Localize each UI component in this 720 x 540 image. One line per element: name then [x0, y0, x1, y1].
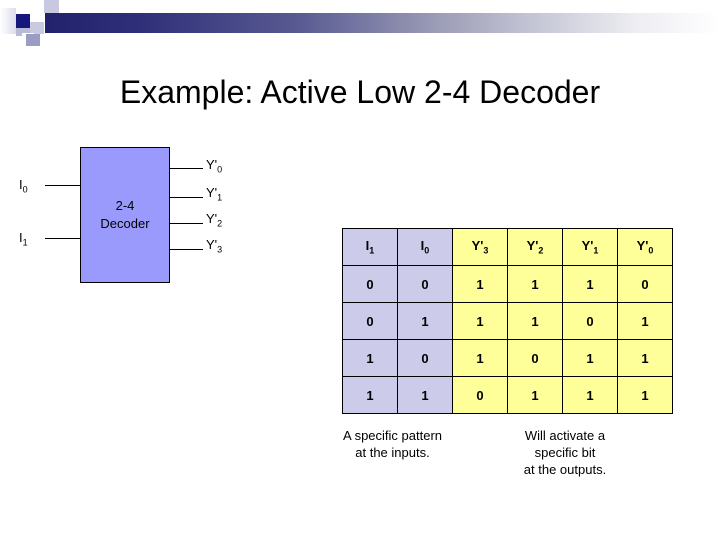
header-sub: 1 — [593, 245, 599, 256]
deco-square — [0, 0, 16, 8]
output-label-y1: Y'1 — [206, 185, 222, 203]
truth-table-header-cell: Y'1 — [562, 228, 618, 266]
truth-table-output-cell: 0 — [562, 302, 618, 340]
output-label-y3-sub: 3 — [217, 244, 223, 255]
output-label-y2-sub: 2 — [217, 218, 223, 229]
truth-table-header-cell: Y'2 — [507, 228, 563, 266]
truth-table-input-cell: 0 — [397, 339, 453, 377]
deco-square-accent — [16, 14, 30, 28]
truth-table-output-cell: 0 — [452, 376, 508, 414]
truth-table-header-cell: Y'0 — [617, 228, 673, 266]
input-label-i1: I1 — [19, 230, 28, 248]
wire-input-0 — [45, 185, 81, 186]
deco-square — [30, 12, 44, 22]
output-label-y3: Y'3 — [206, 237, 222, 255]
truth-table-input-cell: 0 — [397, 265, 453, 303]
truth-table-output-cell: 1 — [452, 265, 508, 303]
truth-table-input-cell: 1 — [342, 376, 398, 414]
truth-table-output-cell: 1 — [562, 339, 618, 377]
header-sub: 1 — [369, 245, 375, 256]
deco-square — [0, 34, 16, 46]
header-base: Y' — [526, 238, 539, 254]
decoder-block: 2-4 Decoder — [80, 147, 170, 283]
header-decoration-band — [0, 0, 720, 60]
truth-table-input-cell: 1 — [397, 376, 453, 414]
deco-square — [44, 33, 59, 46]
output-label-y3-base: Y' — [206, 237, 218, 252]
truth-table-header-cell: Y'3 — [452, 228, 508, 266]
truth-table-output-cell: 1 — [562, 376, 618, 414]
truth-table-input-cell: 0 — [342, 265, 398, 303]
wire-output-2 — [170, 223, 203, 224]
truth-table-output-cell: 1 — [617, 302, 673, 340]
decoder-block-diagram: 2-4 Decoder I0 I1 Y'0 Y'1 Y'2 Y'3 — [0, 140, 330, 300]
deco-square — [59, 0, 73, 13]
wire-output-3 — [170, 249, 203, 250]
decoder-block-label-line2: Decoder — [100, 216, 150, 231]
deco-square — [16, 28, 30, 36]
truth-table-output-cell: 0 — [617, 265, 673, 303]
truth-table-input-cell: 1 — [342, 339, 398, 377]
truth-table-input-cell: 0 — [342, 302, 398, 340]
input-label-i1-base: I — [19, 230, 23, 245]
wire-input-1 — [45, 238, 81, 239]
input-label-i0: I0 — [19, 177, 28, 195]
input-label-i0-sub: 0 — [22, 184, 28, 195]
output-label-y0-sub: 0 — [217, 164, 223, 175]
truth-table-header-cell: I0 — [397, 228, 453, 266]
truth-table-header-cell: I1 — [342, 228, 398, 266]
decoder-block-label-line1: 2-4 — [115, 198, 135, 213]
header-sub: 0 — [424, 245, 430, 256]
truth-table-output-cell: 1 — [617, 376, 673, 414]
truth-table-output-cell: 1 — [452, 302, 508, 340]
header-base: I — [365, 238, 370, 254]
header-base: Y' — [471, 238, 484, 254]
output-label-y2-base: Y' — [206, 211, 218, 226]
header-gradient-bar — [45, 13, 720, 33]
deco-square — [30, 22, 44, 34]
header-sub: 2 — [538, 245, 544, 256]
header-base: Y' — [581, 238, 594, 254]
output-label-y0: Y'0 — [206, 157, 222, 175]
wire-output-1 — [170, 197, 203, 198]
truth-table-output-cell: 1 — [452, 339, 508, 377]
header-sub: 0 — [648, 245, 654, 256]
caption-inputs: A specific pattern at the inputs. — [343, 428, 442, 460]
deco-square — [26, 34, 40, 46]
output-label-y1-sub: 1 — [217, 192, 223, 203]
truth-table-output-cell: 1 — [507, 376, 563, 414]
truth-table-output-cell: 1 — [507, 265, 563, 303]
truth-table-output-cell: 1 — [617, 339, 673, 377]
wire-output-0 — [170, 168, 203, 169]
truth-table-output-cell: 1 — [507, 302, 563, 340]
caption-outputs: Will activate a specific bit at the outp… — [523, 428, 607, 477]
truth-table-input-cell: 1 — [397, 302, 453, 340]
input-label-i0-base: I — [19, 177, 23, 192]
header-base: Y' — [636, 238, 649, 254]
deco-square — [44, 0, 59, 13]
output-label-y0-base: Y' — [206, 157, 218, 172]
deco-square — [0, 8, 16, 34]
header-base: I — [420, 238, 425, 254]
page-title: Example: Active Low 2-4 Decoder — [119, 74, 601, 110]
truth-table-output-cell: 1 — [562, 265, 618, 303]
header-sub: 3 — [483, 245, 489, 256]
input-label-i1-sub: 1 — [22, 237, 28, 248]
output-label-y1-base: Y' — [206, 185, 218, 200]
output-label-y2: Y'2 — [206, 211, 222, 229]
truth-table-output-cell: 0 — [507, 339, 563, 377]
